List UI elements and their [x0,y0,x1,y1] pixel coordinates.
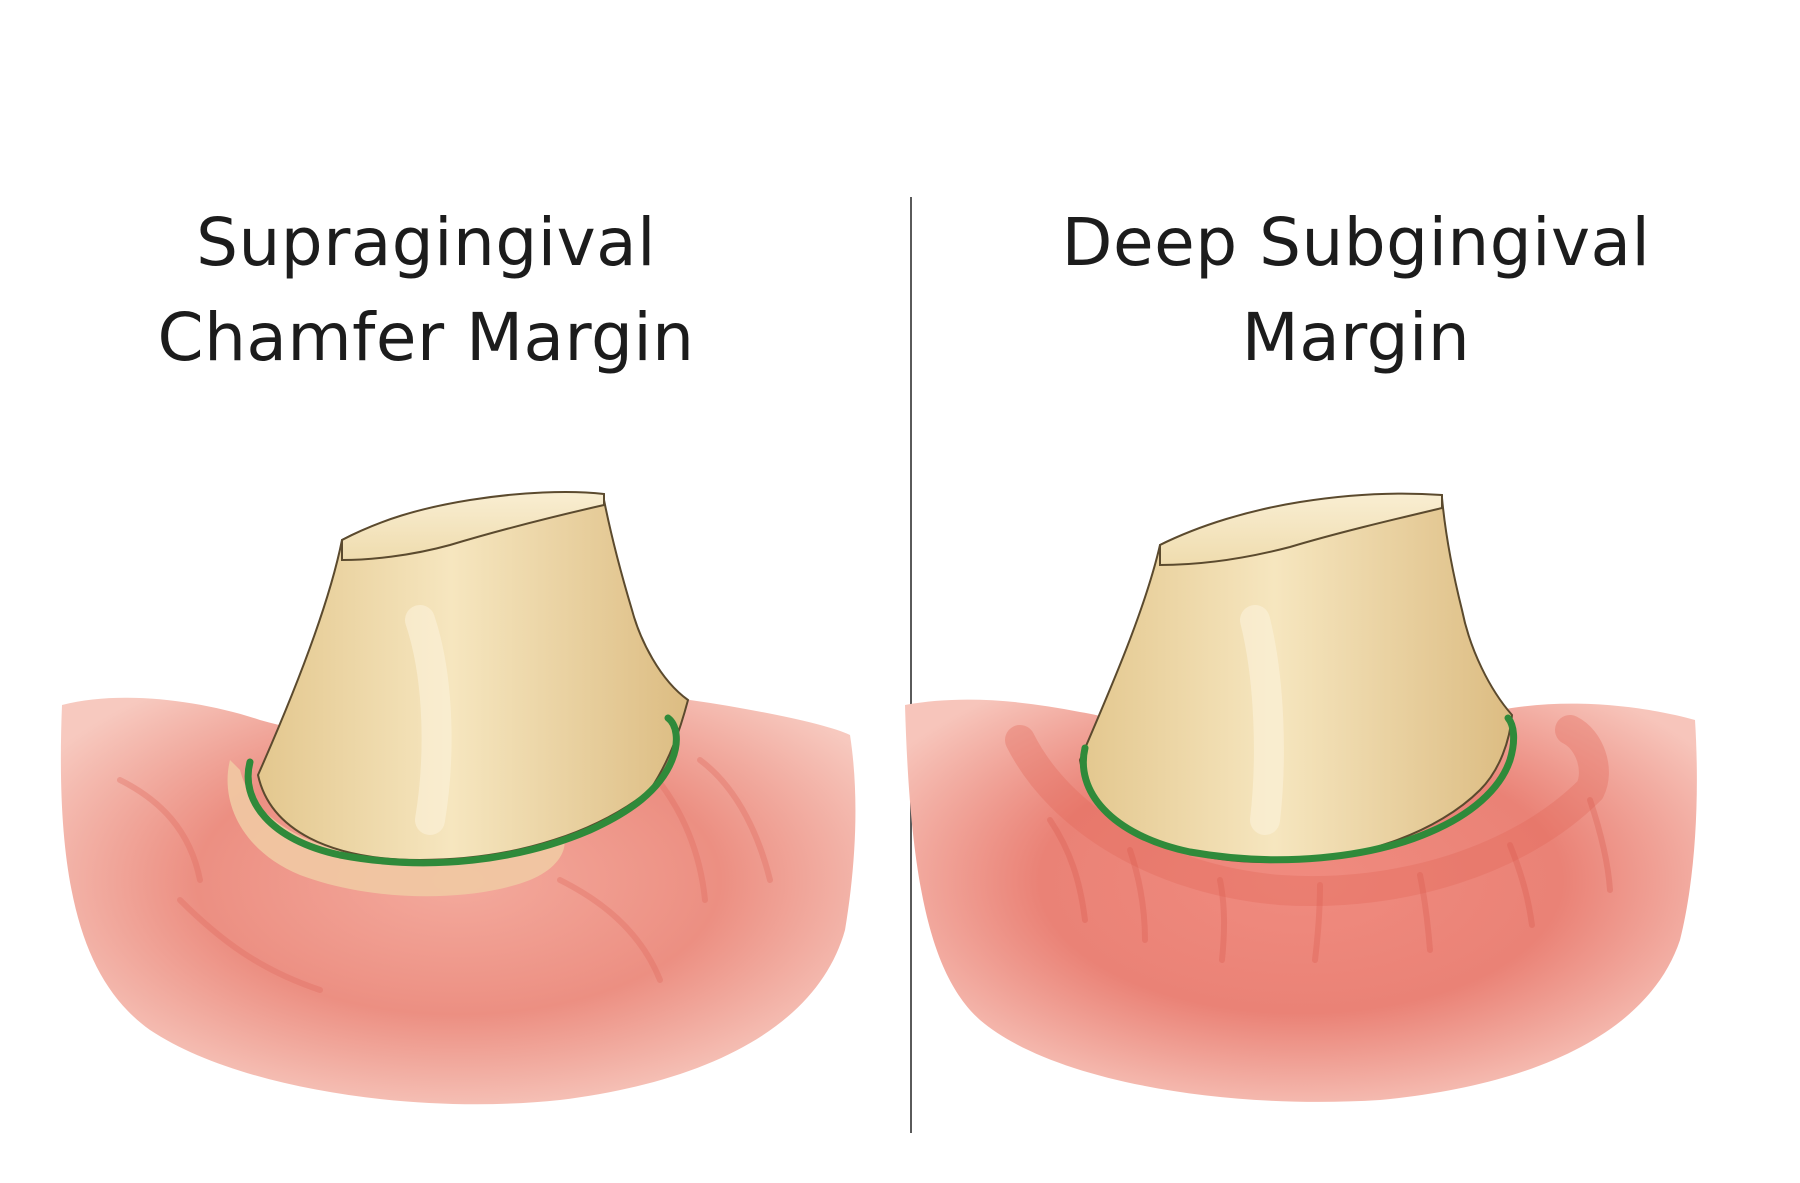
deep-subgingival-illustration [905,492,1697,1102]
gingiva-tissue [60,697,856,1105]
title-line-1: Deep Subgingival [1061,204,1651,281]
panel-title-supragingival: Supragingival Chamfer Margin [0,195,876,385]
tooth-occlusal-surface [341,491,605,562]
margin-line [244,714,680,867]
tooth-preparation [1078,495,1514,864]
tooth-occlusal-surface [1159,492,1443,567]
supragingival-illustration [60,491,856,1105]
panel-deep-subgingival: Deep Subgingival Margin [900,0,1800,1183]
tooth-preparation [256,495,690,862]
title-line-2: Margin [1241,299,1471,376]
panel-supragingival: Supragingival Chamfer Margin [0,195,876,1105]
title-line-1: Supragingival [196,204,656,281]
margin-line [1079,714,1518,864]
panel-title-deep-subgingival: Deep Subgingival Margin [906,195,1800,385]
title-line-2: Chamfer Margin [157,299,695,376]
panel-divider [910,197,912,1133]
